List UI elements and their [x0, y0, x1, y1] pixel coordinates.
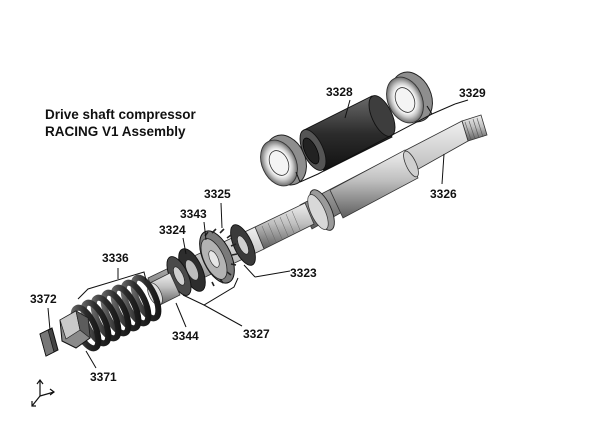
washer-3325 [230, 224, 256, 266]
bearing-rear [386, 71, 433, 124]
gear-3343 [194, 228, 238, 287]
bearing-front [260, 134, 307, 187]
callout-3371: 3371 [90, 370, 117, 384]
cap-3372 [39, 327, 59, 357]
callout-3323: 3323 [290, 266, 317, 280]
callout-3343: 3343 [180, 207, 207, 221]
callout-3325: 3325 [204, 187, 231, 201]
leader-lines [47, 99, 469, 369]
title-line-1: Drive shaft compressor [45, 107, 196, 122]
title-line-2: RACING V1 Assembly [45, 124, 186, 139]
rubber-sleeve [299, 95, 396, 172]
callout-3329: 3329 [459, 86, 486, 100]
callout-3326: 3326 [430, 187, 457, 201]
diagram-title: Drive shaft compressor RACING V1 Assembl… [45, 106, 196, 140]
callout-3336: 3336 [102, 251, 129, 265]
axis-triad-icon [31, 379, 55, 407]
callout-3344: 3344 [172, 329, 199, 343]
callout-3324: 3324 [159, 223, 186, 237]
callout-3372: 3372 [30, 292, 57, 306]
callout-3328: 3328 [326, 85, 353, 99]
nut-3371 [59, 310, 91, 349]
callout-3327: 3327 [243, 327, 270, 341]
